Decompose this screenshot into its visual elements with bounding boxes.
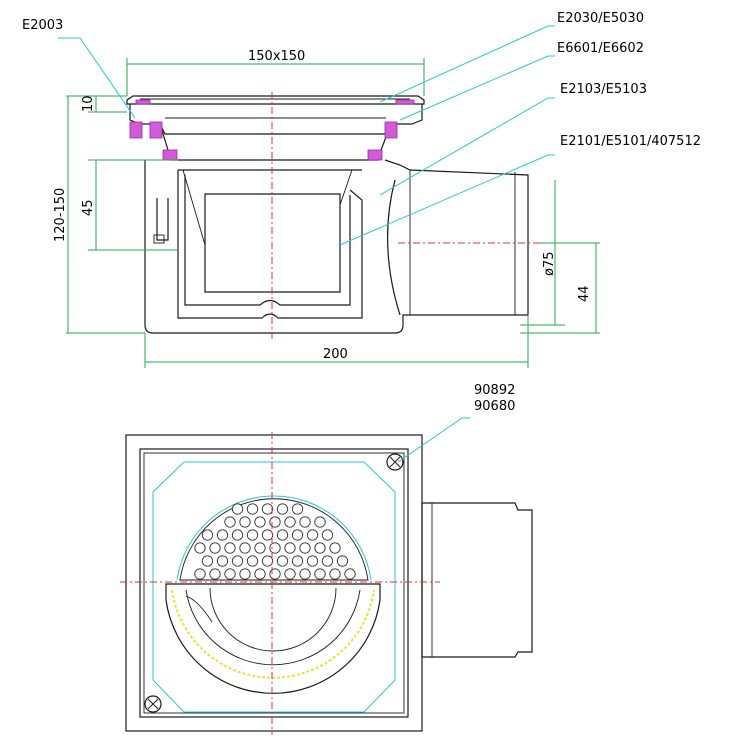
perforation-hole: [231, 503, 244, 515]
perforation-hole: [299, 568, 311, 580]
perforation-hole: [329, 568, 341, 580]
perforation-hole: [314, 516, 326, 528]
seal-left-inner: [149, 121, 163, 139]
perforation-hole: [209, 542, 221, 554]
perforation-hole: [269, 568, 281, 580]
frame-outer: [125, 434, 423, 732]
perforation-hole: [216, 529, 229, 541]
perforation-hole: [284, 516, 296, 528]
perforation-hole: [299, 542, 311, 554]
perforation-hole: [344, 568, 356, 580]
perforation-hole: [231, 555, 244, 567]
seal-body-right: [367, 149, 383, 161]
perforation-hole: [321, 529, 334, 541]
perforation-hole: [284, 568, 296, 580]
dim-outlet-height: 44: [577, 285, 592, 302]
perforation-hole: [306, 529, 319, 541]
perforation-hole: [194, 568, 206, 580]
perforation-hole: [299, 516, 311, 528]
perforation-hole: [276, 503, 289, 515]
seal-body-left: [162, 149, 178, 161]
perforation-hole: [239, 516, 251, 528]
perforation-hole: [291, 503, 304, 515]
label-e2103: E2103/E5103: [560, 82, 647, 97]
perforation-hole: [321, 555, 334, 567]
perforation-hole: [246, 503, 259, 515]
dim-height: 120-150: [53, 188, 68, 242]
perforation-hole: [231, 529, 244, 541]
label-e2101: E2101/E5101/407512: [560, 134, 701, 149]
section-view: [58, 25, 600, 368]
perforation-hole: [216, 555, 229, 567]
section-dimensions: [66, 58, 600, 368]
label-90680: 90680: [474, 399, 515, 414]
perforation-hole: [246, 555, 259, 567]
perforation-hole: [254, 516, 266, 528]
perforation-hole: [201, 529, 214, 541]
dim-trap: 45: [81, 199, 96, 216]
perforation-hole: [314, 568, 326, 580]
perforation-hole: [336, 555, 349, 567]
label-e2030: E2030/E5030: [557, 11, 644, 26]
dim-grate: 150x150: [248, 49, 305, 64]
dim-flange: 10: [81, 95, 96, 112]
grate-perforations: [194, 503, 356, 580]
perforation-hole: [269, 542, 281, 554]
seal-left: [129, 121, 143, 139]
perforation-hole: [306, 555, 319, 567]
perforation-hole: [276, 555, 289, 567]
perforation-hole: [269, 516, 281, 528]
perforation-hole: [291, 555, 304, 567]
perforation-hole: [224, 516, 236, 528]
label-e6601: E6601/E6602: [557, 41, 644, 56]
perforation-hole: [261, 555, 274, 567]
screw-bottom-left: [144, 695, 162, 713]
perforation-hole: [329, 542, 341, 554]
perforation-hole: [209, 568, 221, 580]
dim-width: 200: [323, 347, 348, 362]
perforation-hole: [254, 568, 266, 580]
seal-right: [384, 121, 398, 139]
screw-top-right: [386, 453, 404, 471]
perforation-hole: [246, 529, 259, 541]
perforation-hole: [254, 542, 266, 554]
perforation-hole: [224, 542, 236, 554]
perforation-hole: [239, 568, 251, 580]
perforation-hole: [194, 542, 206, 554]
perforation-hole: [314, 542, 326, 554]
label-e2003: E2003: [22, 18, 63, 33]
perforation-hole: [284, 542, 296, 554]
perforation-hole: [261, 503, 274, 515]
perforation-hole: [201, 555, 214, 567]
perforation-hole: [239, 542, 251, 554]
plan-view: [120, 417, 533, 735]
dim-outlet-dia: ø75: [542, 252, 557, 277]
section-leaders: [58, 25, 555, 246]
perforation-hole: [261, 529, 274, 541]
label-90892: 90892: [474, 383, 515, 398]
perforation-hole: [291, 529, 304, 541]
perforation-hole: [224, 568, 236, 580]
perforation-hole: [276, 529, 289, 541]
